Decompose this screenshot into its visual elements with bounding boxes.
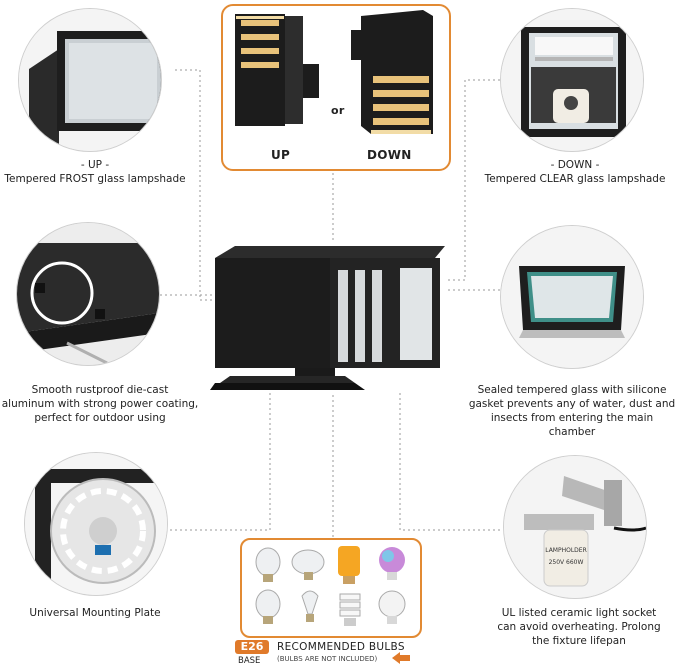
- socket-caption-line2: can avoid overheating. Prolong: [497, 621, 661, 633]
- bulbs-not-included-note: (BULBS ARE NOT INCLUDED): [277, 655, 378, 663]
- gasket-circle: [500, 225, 644, 369]
- aluminum-circle: [16, 222, 160, 366]
- aluminum-caption: Smooth rustproof die-cast aluminum with …: [0, 383, 200, 425]
- gasket-caption-line2: gasket prevents any of water, dust and: [468, 398, 676, 410]
- clear-glass-image: [501, 9, 643, 151]
- mounting-plate-circle: [24, 452, 168, 596]
- mounting-plate-image: [25, 453, 167, 595]
- aluminum-caption-line1: Smooth rustproof die-cast: [31, 384, 169, 396]
- aluminum-caption-line2: aluminum with strong power coating,: [1, 398, 199, 410]
- socket-caption: UL listed ceramic light socket can avoid…: [484, 606, 674, 648]
- down-caption: - DOWN - Tempered CLEAR glass lampshade: [480, 158, 670, 186]
- socket-circle: LAMPHOLDER 250V 660W: [503, 455, 647, 599]
- frost-glass-image: [19, 9, 161, 151]
- line-mounting: [170, 390, 271, 531]
- or-label: or: [331, 104, 345, 117]
- up-caption-line1: - UP -: [80, 159, 110, 171]
- orientation-box: UP or DOWN: [221, 4, 451, 171]
- up-caption-line2: Tempered FROST glass lampshade: [4, 173, 186, 185]
- base-label: BASE: [238, 656, 261, 666]
- arrow-left-icon: [392, 652, 410, 664]
- bulbs-illustration: [255, 546, 406, 626]
- socket-brand: LAMPHOLDER: [545, 547, 587, 554]
- bulb-row-1: [255, 546, 405, 584]
- orientation-illustration: [235, 10, 433, 134]
- down-caption-line1: - DOWN -: [550, 159, 600, 171]
- up-caption: - UP - Tempered FROST glass lampshade: [0, 158, 190, 186]
- main-fixture: [210, 246, 445, 390]
- socket-caption-line1: UL listed ceramic light socket: [501, 607, 657, 619]
- up-label: UP: [271, 148, 291, 162]
- bulbs-box: [240, 538, 422, 638]
- frost-glass-circle: [18, 8, 162, 152]
- fixture-base: [210, 383, 365, 390]
- socket-spec: 250V 660W: [549, 559, 584, 566]
- clear-glass-circle: [500, 8, 644, 152]
- e26-badge: E26: [235, 640, 269, 654]
- down-label: DOWN: [367, 148, 412, 162]
- mounting-caption-line1: Universal Mounting Plate: [29, 607, 161, 619]
- line-socket: [399, 390, 500, 531]
- line-up: [175, 69, 215, 301]
- fixture-top: [215, 246, 445, 258]
- socket-caption-line3: the fixture lifepan: [532, 635, 626, 647]
- socket-image: LAMPHOLDER 250V 660W: [504, 456, 646, 598]
- aluminum-caption-line3: perfect for outdoor using: [34, 412, 166, 424]
- gasket-caption: Sealed tempered glass with silicone gask…: [466, 383, 678, 439]
- gasket-caption-line1: Sealed tempered glass with silicone: [477, 384, 667, 396]
- fixture-body: [215, 258, 330, 368]
- line-down: [445, 79, 500, 281]
- gasket-image: [501, 226, 643, 368]
- bulb-row-2: [255, 589, 406, 626]
- down-caption-line2: Tempered CLEAR glass lampshade: [484, 173, 666, 185]
- mounting-caption: Universal Mounting Plate: [0, 606, 190, 620]
- aluminum-image: [17, 223, 159, 365]
- recommended-bulbs-title: RECOMMENDED BULBS: [277, 641, 405, 653]
- gasket-caption-line3: insects from entering the main chamber: [490, 412, 654, 438]
